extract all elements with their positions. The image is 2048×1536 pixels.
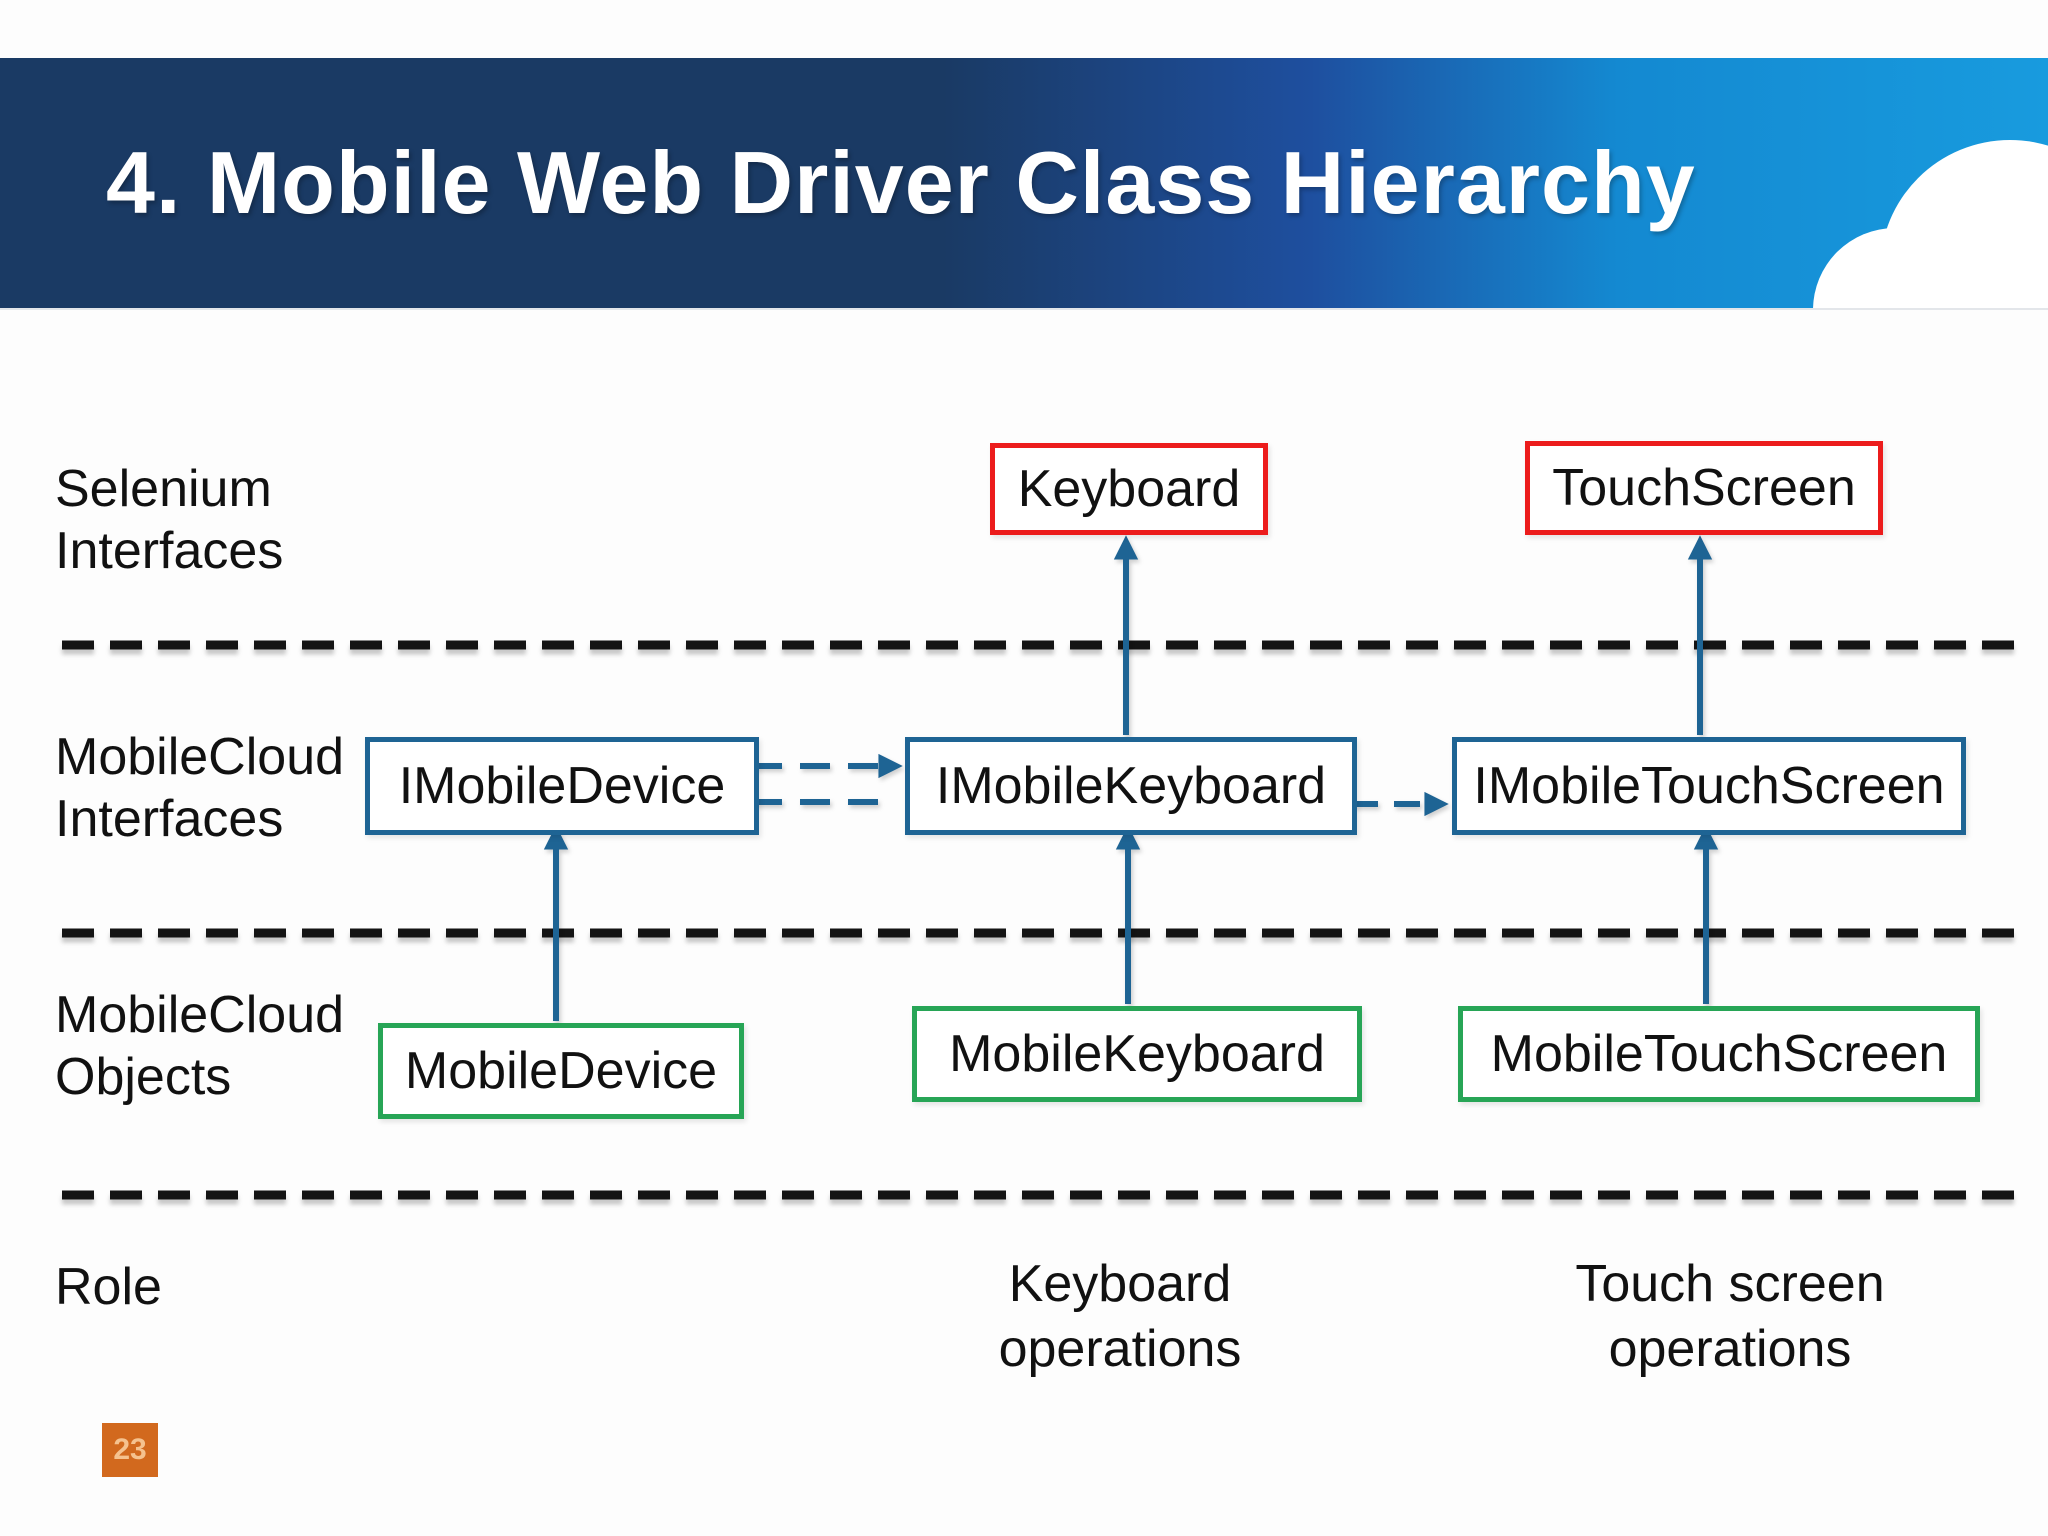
- row-label-role: Role: [55, 1256, 162, 1318]
- row-label-line: Interfaces: [55, 790, 284, 848]
- mobilekeyboard-box: MobileKeyboard: [912, 1006, 1362, 1102]
- page-number-badge: 23: [102, 1423, 158, 1477]
- imobiledevice-box: IMobileDevice: [365, 737, 759, 835]
- page-number: 23: [113, 1433, 147, 1466]
- imobilekeyboard-box: IMobileKeyboard: [905, 737, 1357, 835]
- imobiledevice-box-label: IMobileDevice: [398, 757, 726, 815]
- row-label-mobilecloud-interfaces: MobileCloud Interfaces: [55, 726, 344, 850]
- caption-line: Touch screen: [1575, 1255, 1885, 1313]
- touchscreen-box-label: TouchScreen: [1552, 459, 1856, 517]
- caption-line: Keyboard: [1008, 1255, 1232, 1313]
- row-label-line: Objects: [55, 1048, 232, 1106]
- imobiletouchscreen-box-label: IMobileTouchScreen: [1473, 757, 1945, 815]
- keyboard-box: Keyboard: [990, 443, 1268, 535]
- row-label-mobilecloud-objects: MobileCloud Objects: [55, 984, 344, 1108]
- mobiledevice-box: MobileDevice: [378, 1023, 744, 1119]
- keyboard-box-label: Keyboard: [1017, 460, 1241, 518]
- row-label-line: MobileCloud: [55, 728, 345, 786]
- keyboard-operations-caption: Keyboard operations: [940, 1252, 1300, 1382]
- mobiletouchscreen-box-label: MobileTouchScreen: [1490, 1025, 1948, 1083]
- mobilekeyboard-box-label: MobileKeyboard: [949, 1025, 1325, 1083]
- touchscreen-box: TouchScreen: [1525, 441, 1883, 535]
- row-label-line: MobileCloud: [55, 986, 345, 1044]
- mobiletouchscreen-box: MobileTouchScreen: [1458, 1006, 1980, 1102]
- imobiletouchscreen-box: IMobileTouchScreen: [1452, 737, 1966, 835]
- mobiledevice-box-label: MobileDevice: [404, 1042, 718, 1100]
- caption-line: operations: [1608, 1320, 1852, 1378]
- title-banner: 4. Mobile Web Driver Class Hierarchy: [0, 58, 2048, 310]
- row-label-selenium-interfaces: Selenium Interfaces: [55, 458, 283, 582]
- caption-line: operations: [998, 1320, 1242, 1378]
- slide-title: 4. Mobile Web Driver Class Hierarchy: [106, 133, 1696, 232]
- row-label-line: Role: [55, 1258, 162, 1316]
- row-label-line: Interfaces: [55, 522, 284, 580]
- touchscreen-operations-caption: Touch screen operations: [1520, 1252, 1940, 1382]
- imobilekeyboard-box-label: IMobileKeyboard: [935, 757, 1327, 815]
- row-label-line: Selenium: [55, 460, 272, 518]
